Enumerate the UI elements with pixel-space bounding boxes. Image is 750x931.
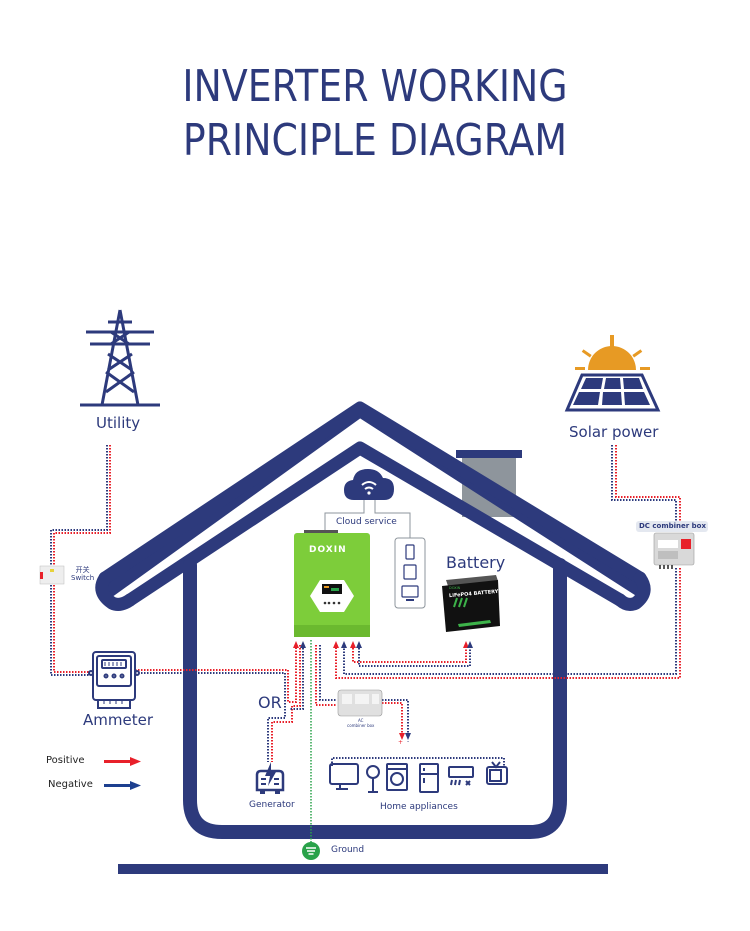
ammeter-icon [88, 651, 140, 709]
utility-wiring [50, 445, 304, 762]
dc-combiner-box [636, 521, 708, 569]
refrigerator-icon [419, 763, 439, 793]
monitoring-devices [394, 537, 426, 609]
switch-label-cn: 开关 [75, 566, 90, 574]
generator-icon [255, 762, 285, 794]
or-label: OR [258, 693, 282, 712]
legend-arrows [104, 757, 141, 790]
battery [442, 575, 500, 632]
battery-wiring [352, 645, 471, 667]
legend-negative-label: Negative [48, 779, 93, 790]
switch-device [39, 565, 65, 585]
load-wiring [315, 645, 505, 766]
cloud-wifi-icon [324, 469, 411, 540]
ac-combiner-label: AC combiner box [347, 718, 374, 728]
ac-combiner-label-1: AC [357, 718, 364, 723]
ammeter-label: Ammeter [83, 711, 153, 729]
washing-machine-icon [386, 763, 408, 791]
switch-label: 开关 Switch [71, 566, 94, 582]
solar-panel-icon [564, 335, 661, 412]
monitor-icon [329, 763, 359, 790]
page-title-line-2: PRINCIPLE DIAGRAM [182, 115, 568, 166]
solar-power-label: Solar power [569, 423, 659, 441]
appliance-icons [329, 763, 380, 793]
utility-label: Utility [96, 414, 141, 432]
home-appliances-label: Home appliances [380, 802, 458, 812]
solar-wiring [335, 445, 681, 679]
inverter [294, 530, 370, 637]
terminal-arrows [293, 641, 473, 740]
appliance-icons-2 [386, 761, 508, 793]
house-outline [95, 401, 651, 839]
tv-icon [486, 761, 508, 785]
ac-combiner-box [337, 689, 383, 717]
power-tower-icon [80, 309, 160, 407]
switch-label-en: Switch [71, 574, 95, 582]
dc-combiner-label: DC combiner box [639, 522, 707, 530]
air-conditioner-icon [448, 766, 474, 786]
legend-positive-label: Positive [46, 755, 85, 766]
ground-bar [118, 864, 608, 874]
ac-combiner-label-2: combiner box [347, 723, 375, 728]
cloud-service-label: Cloud service [336, 517, 397, 527]
appliance-negative-terminal: - [407, 738, 410, 745]
generator-label: Generator [249, 800, 295, 810]
fan-icon [366, 765, 380, 793]
battery-label: Battery [446, 553, 506, 572]
appliance-positive-terminal: + [398, 739, 404, 746]
inverter-brand: DOXIN [309, 545, 347, 555]
page-title-line-1: INVERTER WORKING [182, 61, 568, 112]
ground-icon [302, 842, 320, 860]
battery-brand: DOXIN [449, 586, 461, 590]
ground-label: Ground [331, 845, 365, 855]
